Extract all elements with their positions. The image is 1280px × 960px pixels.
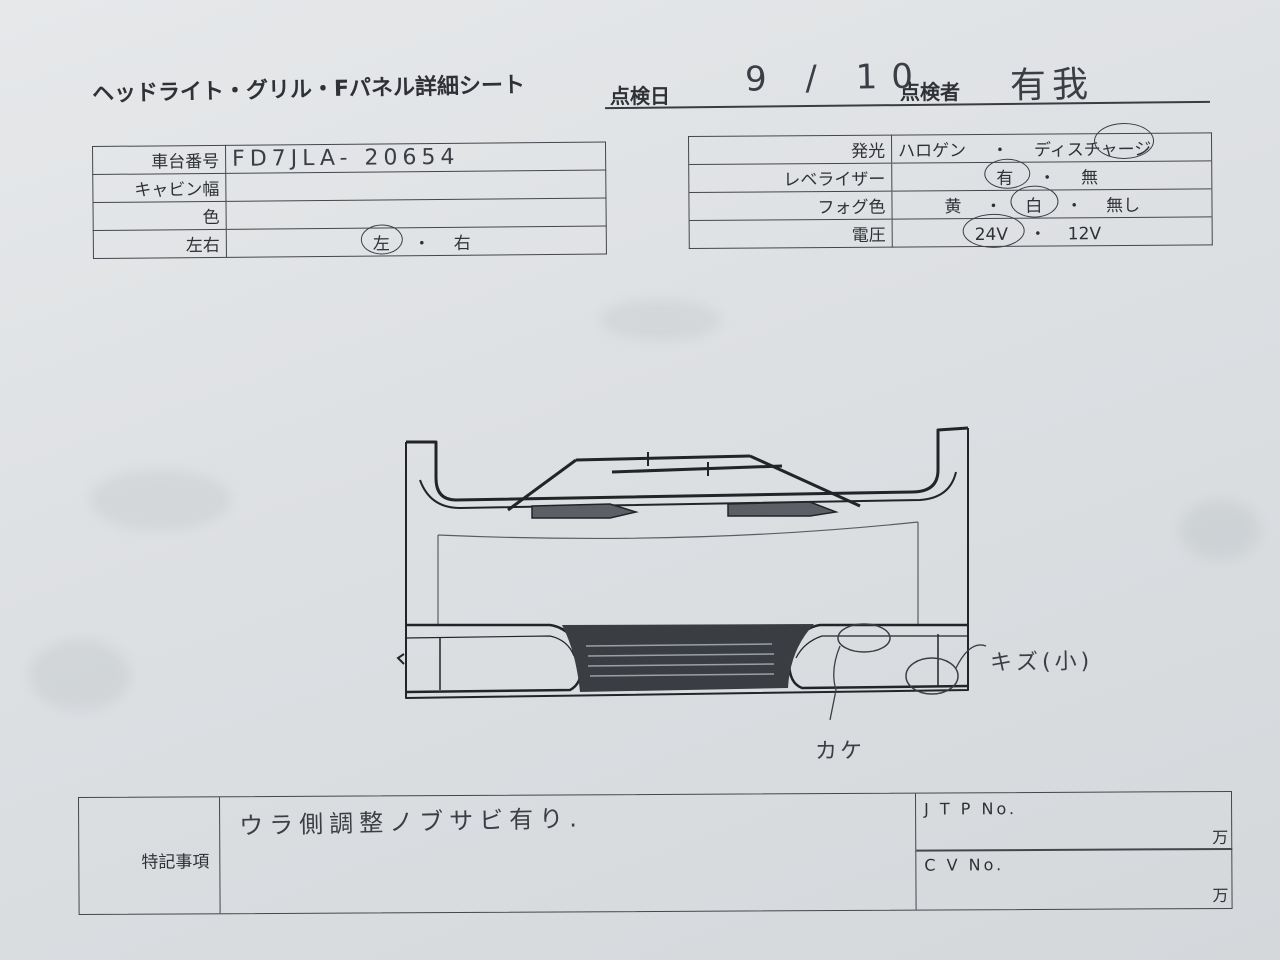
jtp-unit: 万 bbox=[1212, 827, 1229, 848]
panel-crease bbox=[437, 521, 919, 540]
grille-slat bbox=[587, 653, 775, 657]
wiper-pivot bbox=[647, 452, 709, 476]
side-label: 左右 bbox=[93, 229, 227, 259]
paper-smudge bbox=[30, 640, 130, 710]
remarks-label-cell: 特記事項 bbox=[79, 797, 221, 914]
chip-annotation: カケ bbox=[814, 738, 866, 765]
table-row: レベライザー 有 ・ 無 bbox=[688, 158, 1212, 193]
cabin-width-label: キャビン幅 bbox=[92, 173, 226, 203]
inspector-label: 点検者 bbox=[900, 80, 960, 104]
option-halogen: ハロゲン bbox=[898, 141, 967, 162]
reference-divider bbox=[916, 847, 1233, 852]
option-separator: ・ bbox=[413, 234, 431, 255]
front-grille bbox=[562, 624, 814, 692]
selection-circle bbox=[984, 158, 1031, 189]
scratch-marker-circle bbox=[905, 657, 959, 695]
scratch-leader-line bbox=[955, 644, 987, 669]
table-row: 発光 ハロゲン ・ ディスチャージ bbox=[688, 122, 1212, 165]
light-source-options: ハロゲン ・ ディスチャージ bbox=[891, 122, 1212, 164]
grille-slat bbox=[585, 643, 773, 647]
headlight-left bbox=[405, 623, 583, 694]
lighting-spec-table: 発光 ハロゲン ・ ディスチャージ レベライザー 有 ・ 無 bbox=[688, 122, 1213, 249]
table-row: フォグ色 黄 ・ 白 ・ 無し bbox=[688, 185, 1213, 221]
table-row: 電圧 24V ・ 12V bbox=[689, 213, 1213, 249]
table-row: キャビン幅 bbox=[92, 170, 606, 203]
grille-slat bbox=[589, 673, 775, 677]
option-separator: ・ bbox=[1065, 196, 1083, 217]
chip-leader-line bbox=[829, 645, 841, 720]
leveler-label: レベライザー bbox=[688, 163, 892, 193]
windshield-lower-edge bbox=[419, 471, 957, 509]
fog-color-label: フォグ色 bbox=[688, 191, 893, 221]
cabin-width-value bbox=[225, 170, 606, 202]
chassis-number-text: FD7JLA- 20654 bbox=[232, 144, 460, 172]
wiper-arm-left bbox=[507, 458, 577, 512]
option-separator: ・ bbox=[1029, 224, 1047, 245]
table-row: 車台番号 FD7JLA- 20654 bbox=[92, 142, 606, 175]
remarks-label: 特記事項 bbox=[141, 852, 210, 873]
chassis-number-label: 車台番号 bbox=[92, 145, 226, 175]
jtp-number-label: J T P No. bbox=[924, 799, 1018, 819]
fog-color-options: 黄 ・ 白 ・ 無し bbox=[891, 185, 1213, 220]
option-none: 無し bbox=[1106, 195, 1141, 217]
leveler-options: 有 ・ 無 bbox=[891, 158, 1212, 192]
remarks-box: 特記事項 ウラ側調整ノブサビ有り. J T P No. 万 C V No. 万 bbox=[78, 790, 1233, 915]
chip-marker-circle bbox=[837, 623, 891, 653]
wiper-blade-left bbox=[575, 454, 751, 462]
voltage-options: 24V ・ 12V bbox=[892, 213, 1213, 249]
inspector-value: 有我 bbox=[1009, 64, 1095, 107]
paper-smudge bbox=[1180, 500, 1260, 560]
table-row: 左右 左 ・ 右 bbox=[93, 224, 607, 259]
option-right: 右 bbox=[453, 233, 471, 254]
selection-circle bbox=[360, 224, 403, 255]
table-row: 色 bbox=[92, 198, 607, 231]
chassis-number-value: FD7JLA- 20654 bbox=[225, 142, 606, 174]
voltage-label: 電圧 bbox=[689, 219, 893, 249]
mirror-stub bbox=[396, 653, 405, 665]
inspection-date-label: 点検日 bbox=[610, 84, 670, 108]
wiper-arm-right bbox=[749, 454, 861, 508]
headlight-left-inner bbox=[405, 635, 575, 657]
headlight-right-inner bbox=[795, 635, 968, 659]
scratch-annotation: キズ(小) bbox=[989, 649, 1094, 676]
color-label: 色 bbox=[92, 201, 227, 231]
selection-circle bbox=[1010, 185, 1059, 218]
grille-slat bbox=[587, 663, 775, 667]
paper-smudge bbox=[90, 470, 230, 530]
paper-smudge bbox=[600, 300, 720, 340]
truck-front-diagram bbox=[396, 426, 987, 720]
light-source-label: 発光 bbox=[688, 135, 892, 165]
option-12v: 12V bbox=[1067, 224, 1102, 245]
cab-outline bbox=[405, 428, 969, 699]
sheet-title: ヘッドライト・グリル・Fパネル詳細シート bbox=[91, 72, 526, 107]
color-value bbox=[225, 198, 607, 230]
remarks-text: ウラ側調整ノブサビ有り. bbox=[238, 804, 584, 841]
cowl-vent-left bbox=[531, 503, 639, 519]
windshield-frame bbox=[406, 426, 969, 502]
cv-unit: 万 bbox=[1212, 885, 1229, 906]
cv-number-label: C V No. bbox=[924, 855, 1005, 875]
cowl-vent-right bbox=[727, 501, 839, 517]
wiper-blade-right bbox=[611, 464, 783, 474]
selection-circle bbox=[962, 213, 1025, 249]
headlight-right bbox=[788, 623, 969, 690]
side-options: 左 ・ 右 bbox=[226, 224, 607, 258]
option-yellow: 黄 bbox=[944, 197, 962, 218]
reference-numbers-cell: J T P No. 万 C V No. 万 bbox=[914, 791, 1233, 910]
option-no: 無 bbox=[1081, 168, 1099, 189]
vehicle-info-table: 車台番号 FD7JLA- 20654 キャビン幅 色 左右 左 ・ 右 bbox=[92, 142, 607, 259]
